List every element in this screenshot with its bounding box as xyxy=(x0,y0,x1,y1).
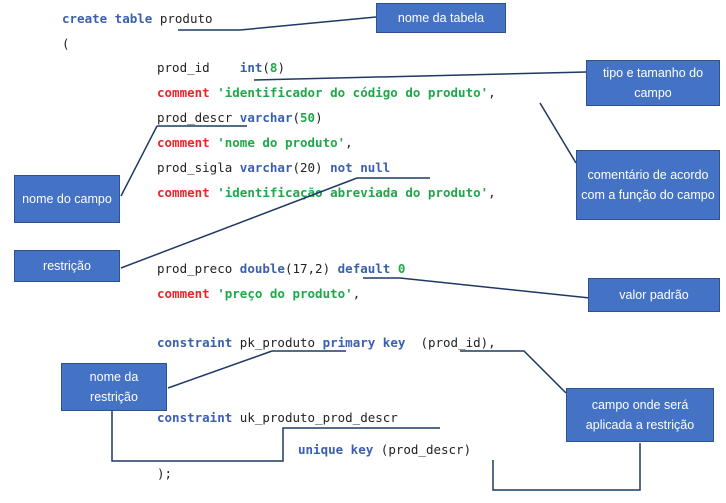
label-applied-field: campo onde será aplicada a restrição xyxy=(566,388,714,442)
connector-applied-field xyxy=(460,350,567,394)
comma: , xyxy=(345,135,353,150)
code-line-prod-descr: prod_descr varchar(50) xyxy=(157,110,323,125)
connector-restriction xyxy=(120,177,358,269)
label-restriction-name: nome da restrição xyxy=(61,363,167,411)
code-line-comment-descr: comment 'nome do produto', xyxy=(157,135,353,150)
code-line-unique-key: unique key (prod_descr) xyxy=(298,442,472,457)
code-line-comment-id: comment 'identificador do código do prod… xyxy=(157,85,496,100)
size-50: 50 xyxy=(300,110,316,125)
comment-text: 'nome do produto' xyxy=(217,135,346,150)
connector-type-size xyxy=(253,71,587,81)
comment-keyword: comment xyxy=(157,185,210,200)
primary-key-keyword: primary key xyxy=(322,335,406,350)
code-line-open-paren: ( xyxy=(62,36,70,51)
unique-key-keyword: unique key xyxy=(298,442,374,457)
comment-text: 'preço do produto' xyxy=(217,286,353,301)
default-keyword: default xyxy=(337,261,391,276)
constraint-keyword: constraint xyxy=(157,335,233,350)
comment-keyword: comment xyxy=(157,286,210,301)
default-value: 0 xyxy=(397,261,406,276)
size-8: 8 xyxy=(269,60,278,75)
label-table-name: nome da tabela xyxy=(376,3,506,33)
field-prod-sigla: prod_sigla xyxy=(157,160,233,175)
code-line-create: create table produto xyxy=(62,11,213,26)
type-varchar: varchar xyxy=(239,110,293,125)
field-prod-descr: prod_descr xyxy=(157,110,233,125)
comment-keyword: comment xyxy=(157,135,210,150)
type-args: (20) xyxy=(292,160,323,175)
label-field-name: nome do campo xyxy=(14,175,120,223)
comma: , xyxy=(352,286,361,301)
connector-default-value xyxy=(363,277,591,299)
field-prod-id: prod_id xyxy=(157,60,210,75)
code-line-uk-constraint: constraint uk_produto_prod_descr xyxy=(157,410,398,425)
code-line-pk-constraint: constraint pk_produto primary key (prod_… xyxy=(157,335,496,350)
comment-text: 'identificação abreviada do produto' xyxy=(217,185,489,200)
uk-name: uk_produto_prod_descr xyxy=(239,410,398,425)
code-line-close: ); xyxy=(157,466,173,481)
type-int: int xyxy=(239,60,263,75)
field-prod-preco: prod_preco xyxy=(157,261,233,276)
connector-field-name xyxy=(120,125,158,197)
connector-comment xyxy=(539,102,577,164)
code-line-comment-preco: comment 'preço do produto', xyxy=(157,286,361,301)
paren-close: ) xyxy=(315,110,323,125)
type-varchar: varchar xyxy=(239,160,293,175)
connector-restriction-name xyxy=(167,350,273,389)
code-line-comment-sigla: comment 'identificação abreviada do prod… xyxy=(157,185,496,200)
constraint-keyword: constraint xyxy=(157,410,233,425)
connector-uk-bracket xyxy=(111,408,440,462)
pk-columns: (prod_id), xyxy=(420,335,496,350)
label-restriction: restrição xyxy=(14,250,120,282)
paren-open: ( xyxy=(262,60,270,75)
code-line-prod-sigla: prod_sigla varchar(20) not null xyxy=(157,160,391,175)
comment-text: 'identificador do código do produto' xyxy=(217,85,489,100)
connector-uk-applied xyxy=(492,443,641,491)
paren-open: ( xyxy=(292,110,301,125)
uk-columns: (prod_descr) xyxy=(380,442,472,457)
table-name: produto xyxy=(159,11,213,26)
label-type-size: tipo e tamanho do campo xyxy=(586,60,720,106)
pk-name: pk_produto xyxy=(239,335,316,350)
comma: , xyxy=(488,85,496,100)
comment-keyword: comment xyxy=(157,85,210,100)
type-args: (17,2) xyxy=(284,261,331,276)
code-line-prod-id: prod_id int(8) xyxy=(157,60,285,75)
type-double: double xyxy=(239,261,285,276)
comma: , xyxy=(488,185,496,200)
label-default-value: valor padrão xyxy=(588,278,720,312)
not-null-constraint: not null xyxy=(330,160,391,175)
connector-table-name-diag xyxy=(239,16,377,31)
code-line-prod-preco: prod_preco double(17,2) default 0 xyxy=(157,261,406,276)
create-table-keyword: create table xyxy=(62,11,153,26)
paren-close: ) xyxy=(277,60,285,75)
label-comment: comentário de acordo com a função do cam… xyxy=(576,150,720,220)
